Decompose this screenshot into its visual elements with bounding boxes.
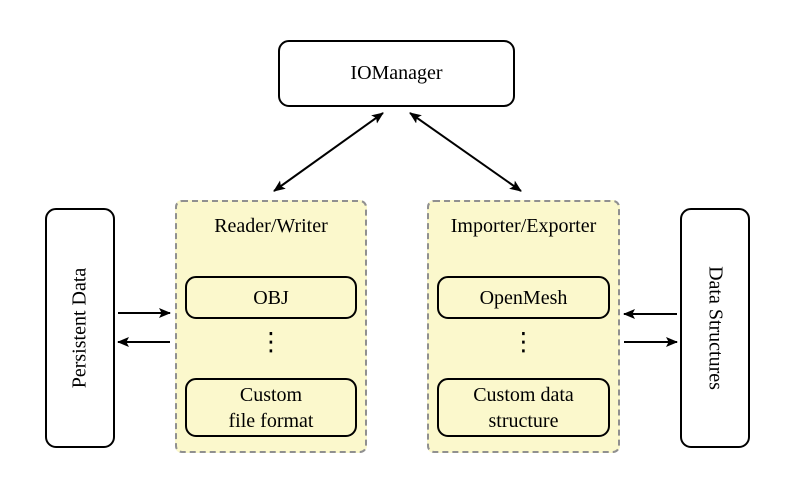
openmesh-node: OpenMesh: [437, 276, 610, 319]
reader-writer-title: Reader/Writer: [214, 215, 328, 237]
obj-label: OBJ: [253, 286, 289, 309]
persistent-data-node: Persistent Data: [45, 208, 115, 448]
importer-exporter-group: Importer/Exporter OpenMesh ⋮ Custom data…: [427, 200, 620, 453]
arrow-iomanager-importer-exporter-bidirectional: [409, 112, 522, 192]
reader-writer-ellipsis: ⋮: [258, 327, 284, 356]
arrow-iomanager-reader-writer-bidirectional: [273, 112, 384, 192]
iomanager-node: IOManager: [278, 40, 515, 107]
openmesh-label: OpenMesh: [479, 286, 568, 309]
reader-writer-group: Reader/Writer OBJ ⋮ Custom file format: [175, 200, 367, 453]
iomanager-label: IOManager: [350, 62, 443, 84]
custom-file-format-label: Custom file format: [228, 383, 314, 432]
importer-exporter-title: Importer/Exporter: [450, 215, 597, 237]
importer-exporter-ellipsis: ⋮: [511, 327, 536, 356]
custom-file-format-node: Custom file format: [185, 378, 357, 437]
data-structures-node: Data Structures: [680, 208, 750, 448]
custom-data-structure-node: Custom data structure: [437, 378, 610, 437]
persistent-data-label: Persistent Data: [68, 267, 91, 389]
custom-data-structure-label: Custom data structure: [473, 383, 574, 432]
data-structures-label: Data Structures: [704, 266, 727, 390]
obj-node: OBJ: [185, 276, 357, 319]
